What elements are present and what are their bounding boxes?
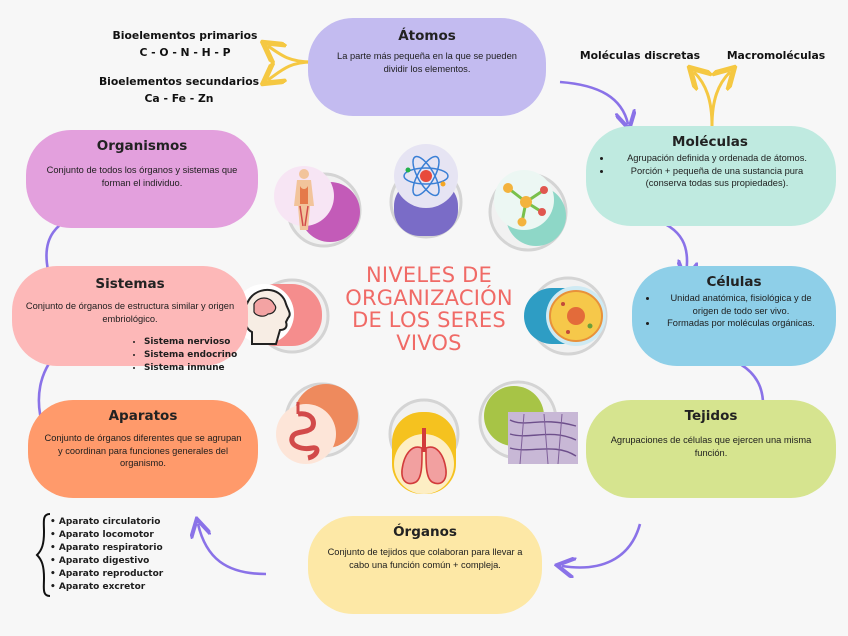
aparatos-brace (35, 513, 51, 597)
bioelementos-secundarios: Bioelementos secundarios Ca - Fe - Zn (88, 74, 270, 107)
level-celulas-bullets: Unidad anatómica, fisiológica y de orige… (644, 292, 824, 330)
level-celulas-bullet: Unidad anatómica, fisiológica y de orige… (658, 292, 824, 317)
icon-digestive (268, 378, 364, 472)
title-line-4: VIVOS (396, 331, 462, 356)
level-celulas-bullet: Formadas por moléculas orgánicas. (658, 317, 824, 330)
level-tejidos-text: Agrupaciones de células que ejercen una … (610, 435, 812, 458)
icon-human-body (272, 160, 368, 254)
aparatos-list-item: • Aparato circulatorio (50, 517, 161, 527)
level-atomos: Átomos La parte más pequeña en la que se… (308, 18, 546, 116)
icon-lungs (384, 398, 464, 498)
level-organismos: Organismos Conjunto de todos los órganos… (26, 130, 258, 228)
aparatos-list-item: • Aparato reproductor (50, 569, 164, 580)
title-line-2: ORGANIZACIÓN (345, 285, 513, 310)
sistemas-list-item: Sistema nervioso (144, 336, 237, 349)
title-line-3: DE LOS SERES (352, 308, 506, 333)
level-moleculas-bullets: Agrupación definida y ordenada de átomos… (598, 152, 822, 190)
icon-cell (516, 274, 616, 358)
icon-atom (388, 140, 464, 240)
level-moleculas-title: Moléculas (672, 134, 748, 150)
sistemas-list: Sistema nervioso Sistema endocrino Siste… (128, 336, 237, 375)
human-body-icon (274, 166, 362, 248)
title-line-1: NIVELES DE (366, 263, 492, 287)
aparatos-list-item: • Aparato locomotor (50, 530, 154, 541)
bioelementos-primarios-value: C - O - N - H - P (139, 45, 231, 59)
bioelementos-secundarios-label: Bioelementos secundarios (98, 75, 260, 88)
level-organismos-title: Organismos (96, 138, 188, 154)
level-sistemas-title: Sistemas (95, 276, 165, 292)
aparatos-list: • Aparato circulatorio • Aparato locomot… (50, 516, 180, 594)
arrow-atomos-moleculas (559, 80, 628, 124)
brain-head-icon (234, 278, 330, 354)
level-sistemas: Sistemas Conjunto de órganos de estructu… (12, 266, 248, 366)
level-tejidos-title: Tejidos (684, 408, 738, 424)
level-organismos-text: Conjunto de todos los órganos y sistemas… (46, 165, 238, 188)
level-aparatos-text: Conjunto de órganos diferentes que se ag… (44, 433, 242, 469)
icon-molecule (478, 160, 570, 252)
level-celulas: Células Unidad anatómica, fisiológica y … (632, 266, 836, 366)
icon-brain-head (226, 274, 332, 358)
level-atomos-title: Átomos (398, 28, 456, 44)
tissue-icon (478, 380, 578, 465)
bioelementos-secundarios-value: Ca - Fe - Zn (144, 91, 214, 105)
level-moleculas-bullet: Porción + pequeña de una sustancia pura … (612, 165, 822, 190)
level-organos-title: Órganos (393, 524, 457, 540)
level-organos-text: Conjunto de tejidos que colaboran para l… (327, 547, 523, 570)
fork-arrow-bioelementos (268, 46, 313, 62)
arrow-organos-aparatos (198, 524, 267, 576)
icon-tissue (474, 378, 584, 472)
aparatos-list-items: • Aparato circulatorio • Aparato locomot… (50, 516, 180, 594)
macromoleculas-label: Macromoléculas (726, 49, 826, 62)
arrow-tejidos-organos (562, 523, 642, 567)
level-tejidos: Tejidos Agrupaciones de células que ejer… (586, 400, 836, 498)
sistemas-list-item: Sistema inmune (144, 362, 237, 375)
level-aparatos: Aparatos Conjunto de órganos diferentes … (28, 400, 258, 498)
aparatos-list-item: • Aparato respiratorio (50, 543, 163, 554)
atom-icon (389, 144, 463, 239)
level-celulas-title: Células (706, 274, 762, 290)
level-atomos-text: La parte más pequeña en la que se pueden… (337, 51, 517, 74)
level-organos: Órganos Conjunto de tejidos que colabora… (308, 516, 542, 614)
fork-arrow-moleculas (694, 72, 714, 127)
level-moleculas-bullet: Agrupación definida y ordenada de átomos… (612, 152, 822, 165)
level-aparatos-title: Aparatos (108, 408, 178, 424)
level-sistemas-text: Conjunto de órganos de estructura simila… (25, 301, 235, 324)
moleculas-discretas-label: Moléculas discretas (579, 49, 701, 62)
main-title: NIVELES DE ORGANIZACIÓN DE LOS SERES VIV… (332, 264, 526, 355)
bioelementos-primarios: Bioelementos primarios C - O - N - H - P (100, 28, 270, 61)
sistemas-list-item: Sistema endocrino (144, 349, 237, 362)
digestive-icon (276, 382, 360, 464)
lungs-icon (388, 398, 460, 494)
bioelementos-primarios-label: Bioelementos primarios (112, 29, 258, 42)
level-moleculas: Moléculas Agrupación definida y ordenada… (586, 126, 836, 226)
aparatos-list-item: • Aparato digestivo (50, 556, 150, 567)
molecule-icon (488, 170, 568, 252)
aparatos-list-item: • Aparato excretor (50, 582, 146, 593)
cell-icon (524, 276, 608, 356)
